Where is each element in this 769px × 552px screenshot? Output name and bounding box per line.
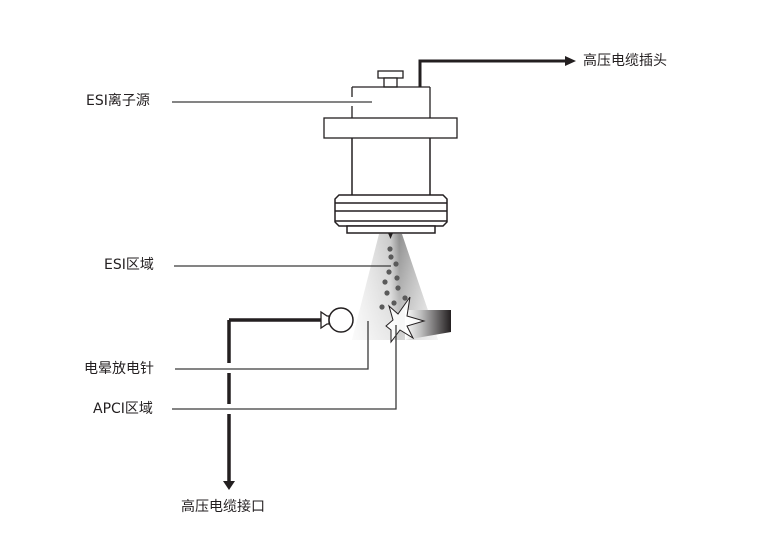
needle-mount-circle	[328, 307, 354, 333]
arrow-right-icon	[565, 56, 576, 66]
label-esi-source: ESI离子源	[86, 93, 150, 109]
source-column	[351, 138, 431, 196]
arrow-down-icon	[223, 481, 235, 490]
droplet	[394, 275, 400, 281]
apci-plume	[405, 310, 451, 340]
cap-stem	[383, 77, 398, 88]
label-corona-needle: 电晕放电针	[84, 361, 154, 377]
source-ring	[334, 194, 448, 227]
esi-needle-tip	[388, 233, 393, 239]
label-apci-region: APCI区域	[93, 401, 153, 417]
droplet	[387, 246, 393, 252]
droplet	[393, 261, 399, 267]
label-hv-cable-plug: 高压电缆插头	[583, 53, 667, 69]
label-esi-region: ESI区域	[104, 257, 154, 273]
source-upper-housing	[351, 86, 431, 118]
hv-cable-plug-wire	[418, 56, 576, 87]
droplet	[402, 295, 408, 301]
source-flange	[323, 117, 458, 139]
droplet	[388, 254, 394, 260]
needle-connector	[320, 310, 330, 330]
leader-apci-region	[172, 325, 397, 410]
droplet	[395, 285, 401, 291]
droplet	[382, 279, 388, 285]
droplet	[391, 300, 397, 306]
droplet	[384, 290, 390, 296]
leader-corona-needle	[175, 321, 369, 370]
droplet	[379, 304, 385, 310]
cap-knob	[377, 70, 404, 79]
label-hv-cable-port: 高压电缆接口	[181, 499, 265, 515]
spray-droplets	[379, 246, 408, 310]
hv-cable-port-wire	[223, 373, 235, 490]
droplet	[386, 269, 392, 275]
source-bottom-plate	[346, 225, 436, 234]
corona-needle-assembly	[227, 307, 396, 363]
